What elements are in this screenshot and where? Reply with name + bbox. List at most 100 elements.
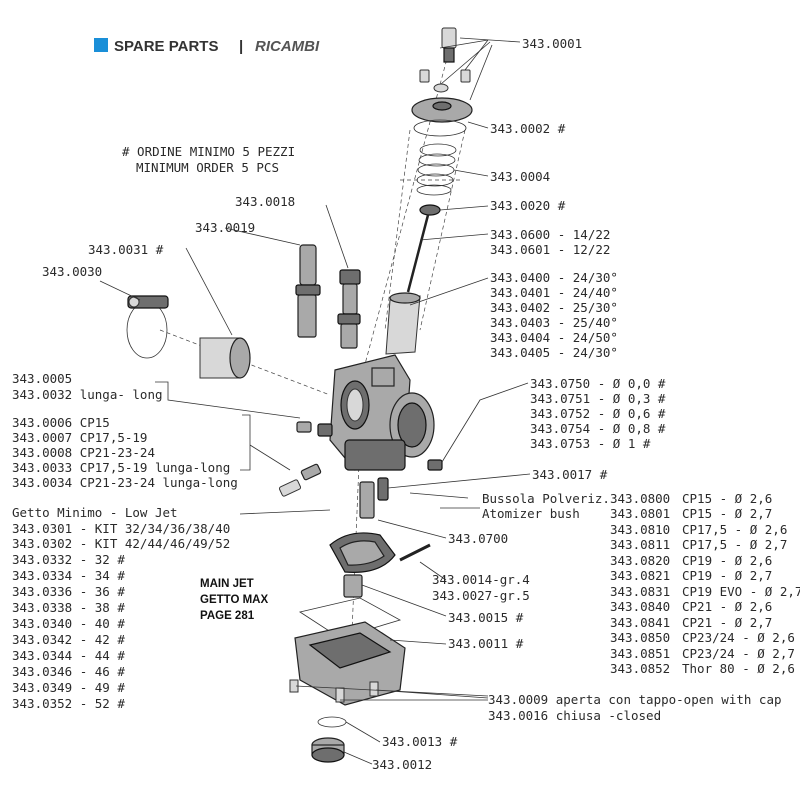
svg-text:CP19 - Ø 2,7: CP19 - Ø 2,7 (682, 568, 772, 583)
bushing-row: 343.0831 CP19 EVO - Ø 2,7 (610, 584, 800, 599)
label-343-0404: 343.0404 - 24/50° (490, 330, 618, 345)
svg-text:343.0841: 343.0841 (610, 615, 670, 630)
needle-clip (419, 204, 441, 216)
label-343-0338: 343.0338 - 38 # (12, 600, 125, 615)
svg-text:343.0840: 343.0840 (610, 599, 670, 614)
label-343-0033: 343.0033 CP17,5-19 lunga-long (12, 460, 230, 475)
label-343-0751: 343.0751 - Ø 0,3 # (530, 391, 666, 406)
label-343-0030: 343.0030 (42, 264, 102, 279)
header-subtitle: RICAMBI (255, 38, 320, 55)
label-343-0336: 343.0336 - 36 # (12, 584, 125, 599)
svg-text:343.0821: 343.0821 (610, 568, 670, 583)
bushing-row: 343.0851 CP23/24 - Ø 2,7 (610, 646, 795, 661)
label-343-0400: 343.0400 - 24/30° (490, 270, 618, 285)
label-343-0352: 343.0352 - 52 # (12, 696, 125, 711)
carburetor-body (329, 354, 435, 471)
label-343-0301: 343.0301 - KIT 32/34/36/38/40 (12, 521, 230, 536)
label-343-0346: 343.0346 - 46 # (12, 664, 125, 679)
bushing-row: 343.0800 CP15 - Ø 2,6 (610, 491, 772, 506)
label-343-0009: 343.0009 aperta con tappo-open with cap (488, 692, 782, 707)
bushing-row: 343.0821 CP19 - Ø 2,7 (610, 568, 772, 583)
label-343-0004: 343.0004 (490, 169, 550, 184)
drain-oring (317, 716, 347, 728)
label-343-0013: 343.0013 # (382, 734, 458, 749)
needle-jet-holder (377, 477, 389, 501)
atomizer-bush (359, 481, 375, 519)
svg-text:343.0810: 343.0810 (610, 522, 670, 537)
svg-text:CP23/24 - Ø 2,7: CP23/24 - Ø 2,7 (682, 646, 795, 661)
svg-text:343.0852: 343.0852 (610, 661, 670, 676)
bowl-gasket (298, 597, 402, 639)
label-343-0342: 343.0342 - 42 # (12, 632, 125, 647)
label-343-0015: 343.0015 # (448, 610, 524, 625)
bushing-row: 343.0810 CP17,5 - Ø 2,6 (610, 522, 787, 537)
bushing-row: 343.0801 CP15 - Ø 2,7 (610, 506, 772, 521)
top-screw-right (460, 69, 471, 83)
svg-text:343.0831: 343.0831 (610, 584, 670, 599)
bushing-row: 343.0850 CP23/24 - Ø 2,6 (610, 630, 795, 645)
label-343-0405: 343.0405 - 24/30° (490, 345, 618, 360)
label-page-ref: PAGE 281 (200, 610, 255, 622)
header-accent-square (94, 38, 108, 52)
svg-text:CP17,5 - Ø 2,6: CP17,5 - Ø 2,6 (682, 522, 787, 537)
svg-text:343.0851: 343.0851 (610, 646, 670, 661)
label-343-0403: 343.0403 - 25/40° (490, 315, 618, 330)
label-343-0032: 343.0032 lunga- long (12, 387, 163, 402)
bushing-row: 343.0840 CP21 - Ø 2,6 (610, 599, 772, 614)
label-343-0012: 343.0012 (372, 757, 432, 772)
label-343-0006: 343.0006 CP15 (12, 415, 110, 430)
label-343-0753: 343.0753 - Ø 1 # (530, 436, 651, 451)
label-343-0601: 343.0601 - 12/22 (490, 242, 610, 257)
label-343-0752: 343.0752 - Ø 0,6 # (530, 406, 666, 421)
label-343-0700: 343.0700 (448, 531, 508, 546)
label-low-jet-title: Getto Minimo - Low Jet (12, 505, 178, 520)
header-title: SPARE PARTS (114, 38, 218, 55)
bushing-row: 343.0820 CP19 - Ø 2,6 (610, 553, 772, 568)
float (329, 532, 396, 573)
label-bushing-en: Atomizer bush (482, 506, 580, 521)
label-343-0018: 343.0018 (235, 194, 295, 209)
label-343-0027: 343.0027-gr.5 (432, 588, 530, 603)
top-washer (433, 83, 449, 93)
label-343-0002: 343.0002 # (490, 121, 566, 136)
label-343-0007: 343.0007 CP17,5-19 (12, 430, 147, 445)
label-343-0017: 343.0017 # (532, 467, 608, 482)
svg-text:Thor 80 - Ø 2,6: Thor 80 - Ø 2,6 (682, 661, 795, 676)
order-note-it: # ORDINE MINIMO 5 PEZZI (122, 144, 295, 159)
svg-text:CP21 - Ø 2,7: CP21 - Ø 2,7 (682, 615, 772, 630)
label-343-0754: 343.0754 - Ø 0,8 # (530, 421, 666, 436)
svg-text:CP23/24 - Ø 2,6: CP23/24 - Ø 2,6 (682, 630, 795, 645)
body-screw (427, 459, 443, 471)
label-343-0302: 343.0302 - KIT 42/44/46/49/52 (12, 536, 230, 551)
label-343-0011: 343.0011 # (448, 636, 524, 651)
idle-jet-long (317, 423, 333, 437)
label-343-0008: 343.0008 CP21-23-24 (12, 445, 155, 460)
bushing-table: 343.0800 CP15 - Ø 2,6 343.0801 CP15 - Ø … (610, 491, 800, 676)
label-343-0750: 343.0750 - Ø 0,0 # (530, 376, 666, 391)
label-343-0016: 343.0016 chiusa -closed (488, 708, 661, 723)
top-gasket (413, 119, 467, 137)
label-343-0034: 343.0034 CP21-23-24 lunga-long (12, 475, 238, 490)
svg-text:CP21 - Ø 2,6: CP21 - Ø 2,6 (682, 599, 772, 614)
svg-text:343.0800: 343.0800 (610, 491, 670, 506)
idle-jet (296, 421, 312, 433)
label-main-jet: MAIN JET (200, 578, 254, 590)
slide-spring (416, 143, 457, 196)
label-343-0349: 343.0349 - 49 # (12, 680, 125, 695)
header-separator: | (239, 38, 243, 55)
bushing-row: 343.0852 Thor 80 - Ø 2,6 (610, 661, 795, 676)
label-343-0005: 343.0005 (12, 371, 72, 386)
label-343-0401: 343.0401 - 24/40° (490, 285, 618, 300)
svg-text:343.0811: 343.0811 (610, 537, 670, 552)
label-343-0014: 343.0014-gr.4 (432, 572, 530, 587)
label-343-0332: 343.0332 - 32 # (12, 552, 125, 567)
svg-text:CP19 - Ø 2,6: CP19 - Ø 2,6 (682, 553, 772, 568)
float-pin (399, 543, 431, 562)
drain-plug (311, 737, 345, 763)
svg-text:343.0801: 343.0801 (610, 506, 670, 521)
float-bowl (294, 621, 406, 706)
svg-text:CP19 EVO - Ø 2,7: CP19 EVO - Ø 2,7 (682, 584, 800, 599)
intake-rubber (199, 337, 251, 379)
pilot-screw (300, 463, 322, 481)
